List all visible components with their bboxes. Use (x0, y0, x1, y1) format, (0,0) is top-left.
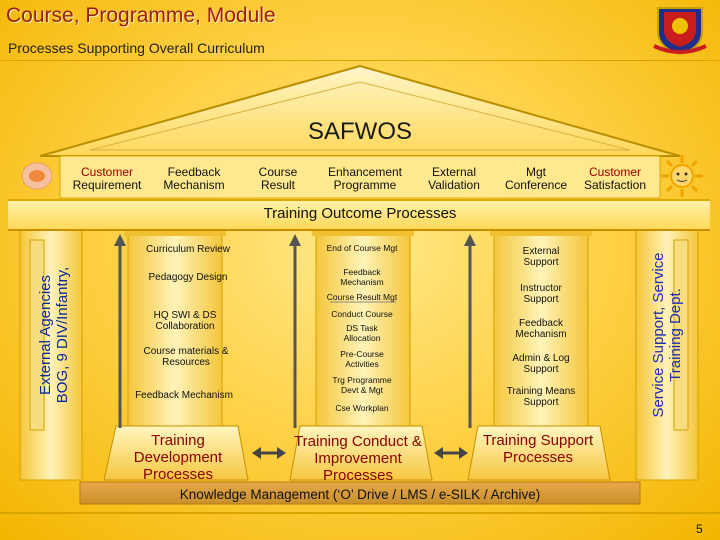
top-label-line: Validation (428, 178, 480, 192)
dev-cell-course-materials: Course materials & Resources (143, 346, 229, 368)
conduct-cell-feedback-mechanism: Feedback Mechanism (340, 267, 384, 287)
top-label-line: Customer (588, 165, 641, 179)
base-label-development: Training Development Processes (133, 432, 223, 483)
page-number: 5 (696, 522, 703, 536)
right-side-line: Training Dept. (667, 288, 684, 382)
support-cell-training-means: Training Means Support (506, 386, 576, 408)
conduct-cell-pre-course: Pre-Course Activities (340, 349, 384, 369)
double-arrow-icon (434, 447, 468, 459)
orange-disc-ornament-icon (21, 162, 53, 190)
top-label-line: Result (260, 178, 295, 192)
right-side-label: Service Support, Service Training Dept. (650, 220, 686, 450)
conduct-cell-end-of-course: End of Course Mgt (326, 243, 398, 253)
conduct-cell-trg-programme: Trg Programme Devt & Mgt (332, 375, 392, 395)
dev-cell-hq-collaboration: HQ SWI & DS Collaboration (153, 310, 217, 332)
top-label-line: Mechanism (163, 178, 225, 192)
top-label-line: External (431, 165, 477, 179)
support-cell-instructor-support: Instructor Support (520, 283, 562, 305)
sun-face-icon (661, 155, 703, 197)
top-label-mgt-conference: Mgt Conference (498, 166, 574, 192)
left-side-line: BOG, 9 DIV/Infantry, (54, 266, 71, 404)
conduct-cell-conduct-course: Conduct Course (331, 309, 393, 319)
top-label-line: Conference (504, 178, 568, 192)
footer-divider (0, 512, 720, 514)
conduct-cell-cse-workplan: Cse Workplan (335, 403, 389, 413)
double-arrow-icon (252, 447, 286, 459)
top-label-line: Feedback (167, 165, 221, 179)
dev-cell-pedagogy-design: Pedagogy Design (148, 272, 228, 283)
training-outcome-beam (8, 199, 710, 231)
top-label-external-validation: External Validation (418, 166, 490, 192)
top-label-enhancement-programme: Enhancement Programme (318, 166, 412, 192)
dev-cell-feedback-mechanism: Feedback Mechanism (135, 390, 233, 401)
top-label-line: Enhancement (327, 165, 403, 179)
left-side-label: External Agencies BOG, 9 DIV/Infantry, (37, 230, 73, 440)
support-cell-admin-log: Admin & Log Support (512, 353, 570, 375)
top-label-line: Mgt (525, 165, 546, 179)
top-label-line: Requirement (72, 178, 142, 192)
base-label-support: Training Support Processes (482, 432, 594, 466)
dev-cell-curriculum-review: Curriculum Review (146, 244, 230, 255)
foundation-label: Knowledge Management (‘O’ Drive / LMS / … (179, 487, 541, 502)
beam-label: Training Outcome Processes (263, 205, 457, 222)
top-label-line: Course (258, 165, 298, 179)
top-label-customer-requirement: Customer Requirement (62, 166, 152, 192)
support-cell-external-support: External Support (522, 246, 560, 268)
slide-subtitle: Processes Supporting Overall Curriculum (8, 40, 265, 56)
roof-label: SAFWOS (307, 118, 412, 145)
conduct-cell-course-result-mgt: Course Result Mgt (326, 292, 398, 302)
base-label-conduct: Training Conduct & Improvement Processes (294, 433, 422, 484)
right-side-line: Service Support, Service (650, 252, 667, 418)
top-label-line: Satisfaction (583, 178, 647, 192)
top-label-feedback-mechanism: Feedback Mechanism (152, 166, 236, 192)
header-divider (0, 60, 720, 61)
left-side-line: External Agencies (37, 274, 54, 396)
top-label-line: Customer (80, 165, 133, 179)
top-label-customer-satisfaction: Customer Satisfaction (574, 166, 656, 192)
crest-emblem-icon (653, 7, 707, 56)
conduct-cell-ds-task-allocation: DS Task Allocation (343, 323, 381, 343)
top-label-line: Programme (333, 178, 397, 192)
top-label-course-result: Course Result (246, 166, 310, 192)
support-cell-feedback-mechanism: Feedback Mechanism (515, 318, 567, 340)
slide-title: Course, Programme, Module (6, 4, 276, 27)
